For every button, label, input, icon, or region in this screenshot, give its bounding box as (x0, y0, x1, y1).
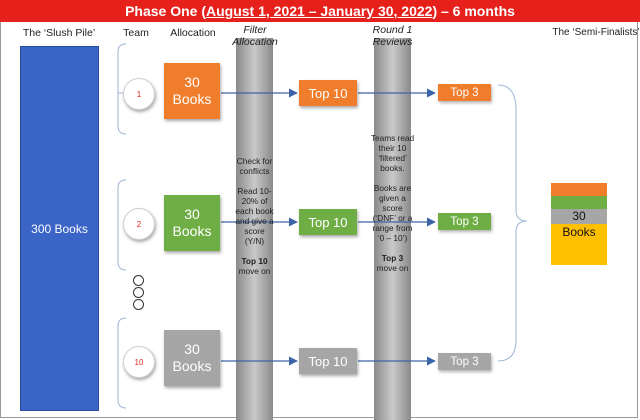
stack-unit: Books (551, 224, 607, 265)
team-1-circle: 1 (123, 78, 155, 110)
team-2-top3: Top 3 (438, 213, 491, 230)
slush-pile-box: 300 Books (20, 46, 99, 411)
header-allocation: Allocation (170, 27, 216, 39)
phase-title: Phase One (August 1, 2021 – January 30, … (0, 0, 640, 22)
review-move-on: move on (376, 263, 409, 273)
allocation-count: 30 (184, 206, 200, 222)
team-2-allocation: 30 Books (164, 195, 220, 251)
filter-instructions: Check for conflicts Read 10-20% of each … (234, 156, 275, 276)
team-10-circle: 10 (123, 346, 155, 378)
header-round1-reviews: Round 1 Reviews (372, 24, 413, 48)
round1-reviews-band (374, 38, 411, 420)
filter-step-read: Read 10-20% of each book and give a scor… (235, 186, 274, 246)
allocation-count: 30 (184, 341, 200, 357)
allocation-unit: Books (172, 358, 212, 374)
ellipsis-dot (133, 299, 144, 310)
title-suffix: ) – 6 months (432, 3, 515, 19)
review-step-score: Books are given a score (‘DNF’ or a rang… (372, 183, 413, 243)
team-1-top3: Top 3 (438, 84, 491, 101)
team-10-top10: Top 10 (299, 348, 357, 374)
semi-finalist-stack: 30 Books (551, 183, 607, 265)
filter-allocation-band (236, 38, 273, 420)
team-2-circle: 2 (123, 208, 155, 240)
team-2-top10: Top 10 (299, 209, 357, 235)
filter-step-conflicts: Check for conflicts (236, 156, 273, 176)
header-team: Team (123, 27, 149, 39)
allocation-count: 30 (184, 74, 200, 90)
header-semi-finalists: The ‘Semi-Finalists’ (552, 27, 640, 38)
header-filter-allocation: Filter Allocation (232, 24, 278, 48)
title-prefix: Phase One ( (125, 3, 206, 19)
stack-orange-layer (551, 183, 607, 196)
review-instructions: Teams read their 10 ‘filtered’ books. Bo… (370, 133, 415, 273)
allocation-unit: Books (172, 91, 212, 107)
filter-top10-label: Top 10 (241, 256, 268, 266)
ellipsis-dot (133, 287, 144, 298)
title-dates: August 1, 2021 – January 30, 2022 (205, 3, 433, 19)
team-10-allocation: 30 Books (164, 330, 220, 386)
team-1-top10: Top 10 (299, 80, 357, 106)
review-top3-label: Top 3 (381, 253, 404, 263)
stack-count: 30 (551, 209, 607, 224)
stack-green-layer (551, 196, 607, 209)
ellipsis-dot (133, 275, 144, 286)
review-step-read: Teams read their 10 ‘filtered’ books. (370, 133, 415, 173)
team-1-allocation: 30 Books (164, 63, 220, 119)
filter-move-on: move on (238, 266, 271, 276)
allocation-unit: Books (172, 223, 212, 239)
header-slush-pile: The ‘Slush Pile’ (22, 27, 96, 39)
team-10-top3: Top 3 (438, 353, 491, 370)
